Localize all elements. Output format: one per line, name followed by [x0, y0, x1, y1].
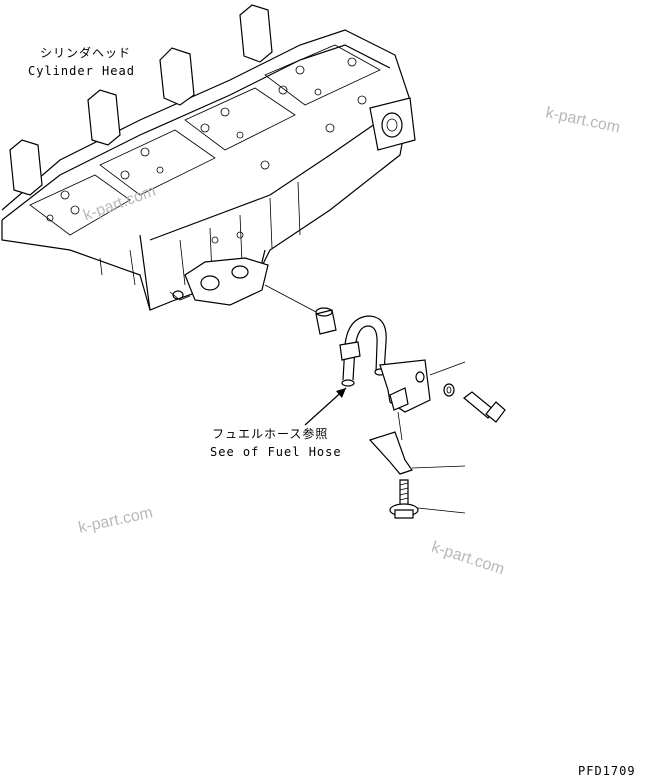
- fuel-hose-label-en: See of Fuel Hose: [210, 445, 342, 459]
- spacer-part: [264, 284, 337, 335]
- drawing-code: PFD1709: [578, 764, 636, 778]
- flange-bolt-part: [389, 479, 466, 519]
- bent-tube-part: [339, 315, 387, 387]
- cylinder-head-label-jp: シリンダヘッド: [40, 46, 132, 60]
- clamp-plate-part: [368, 411, 466, 475]
- fuel-hose-arrow: [304, 387, 347, 426]
- cylinder-head-drawing: [1, 4, 416, 311]
- cylinder-head-label-en: Cylinder Head: [28, 64, 135, 78]
- bracket-part: [379, 359, 466, 413]
- fuel-hose-label-jp: フュエルホース参照: [212, 427, 329, 441]
- washer-bolt-part: [443, 383, 506, 423]
